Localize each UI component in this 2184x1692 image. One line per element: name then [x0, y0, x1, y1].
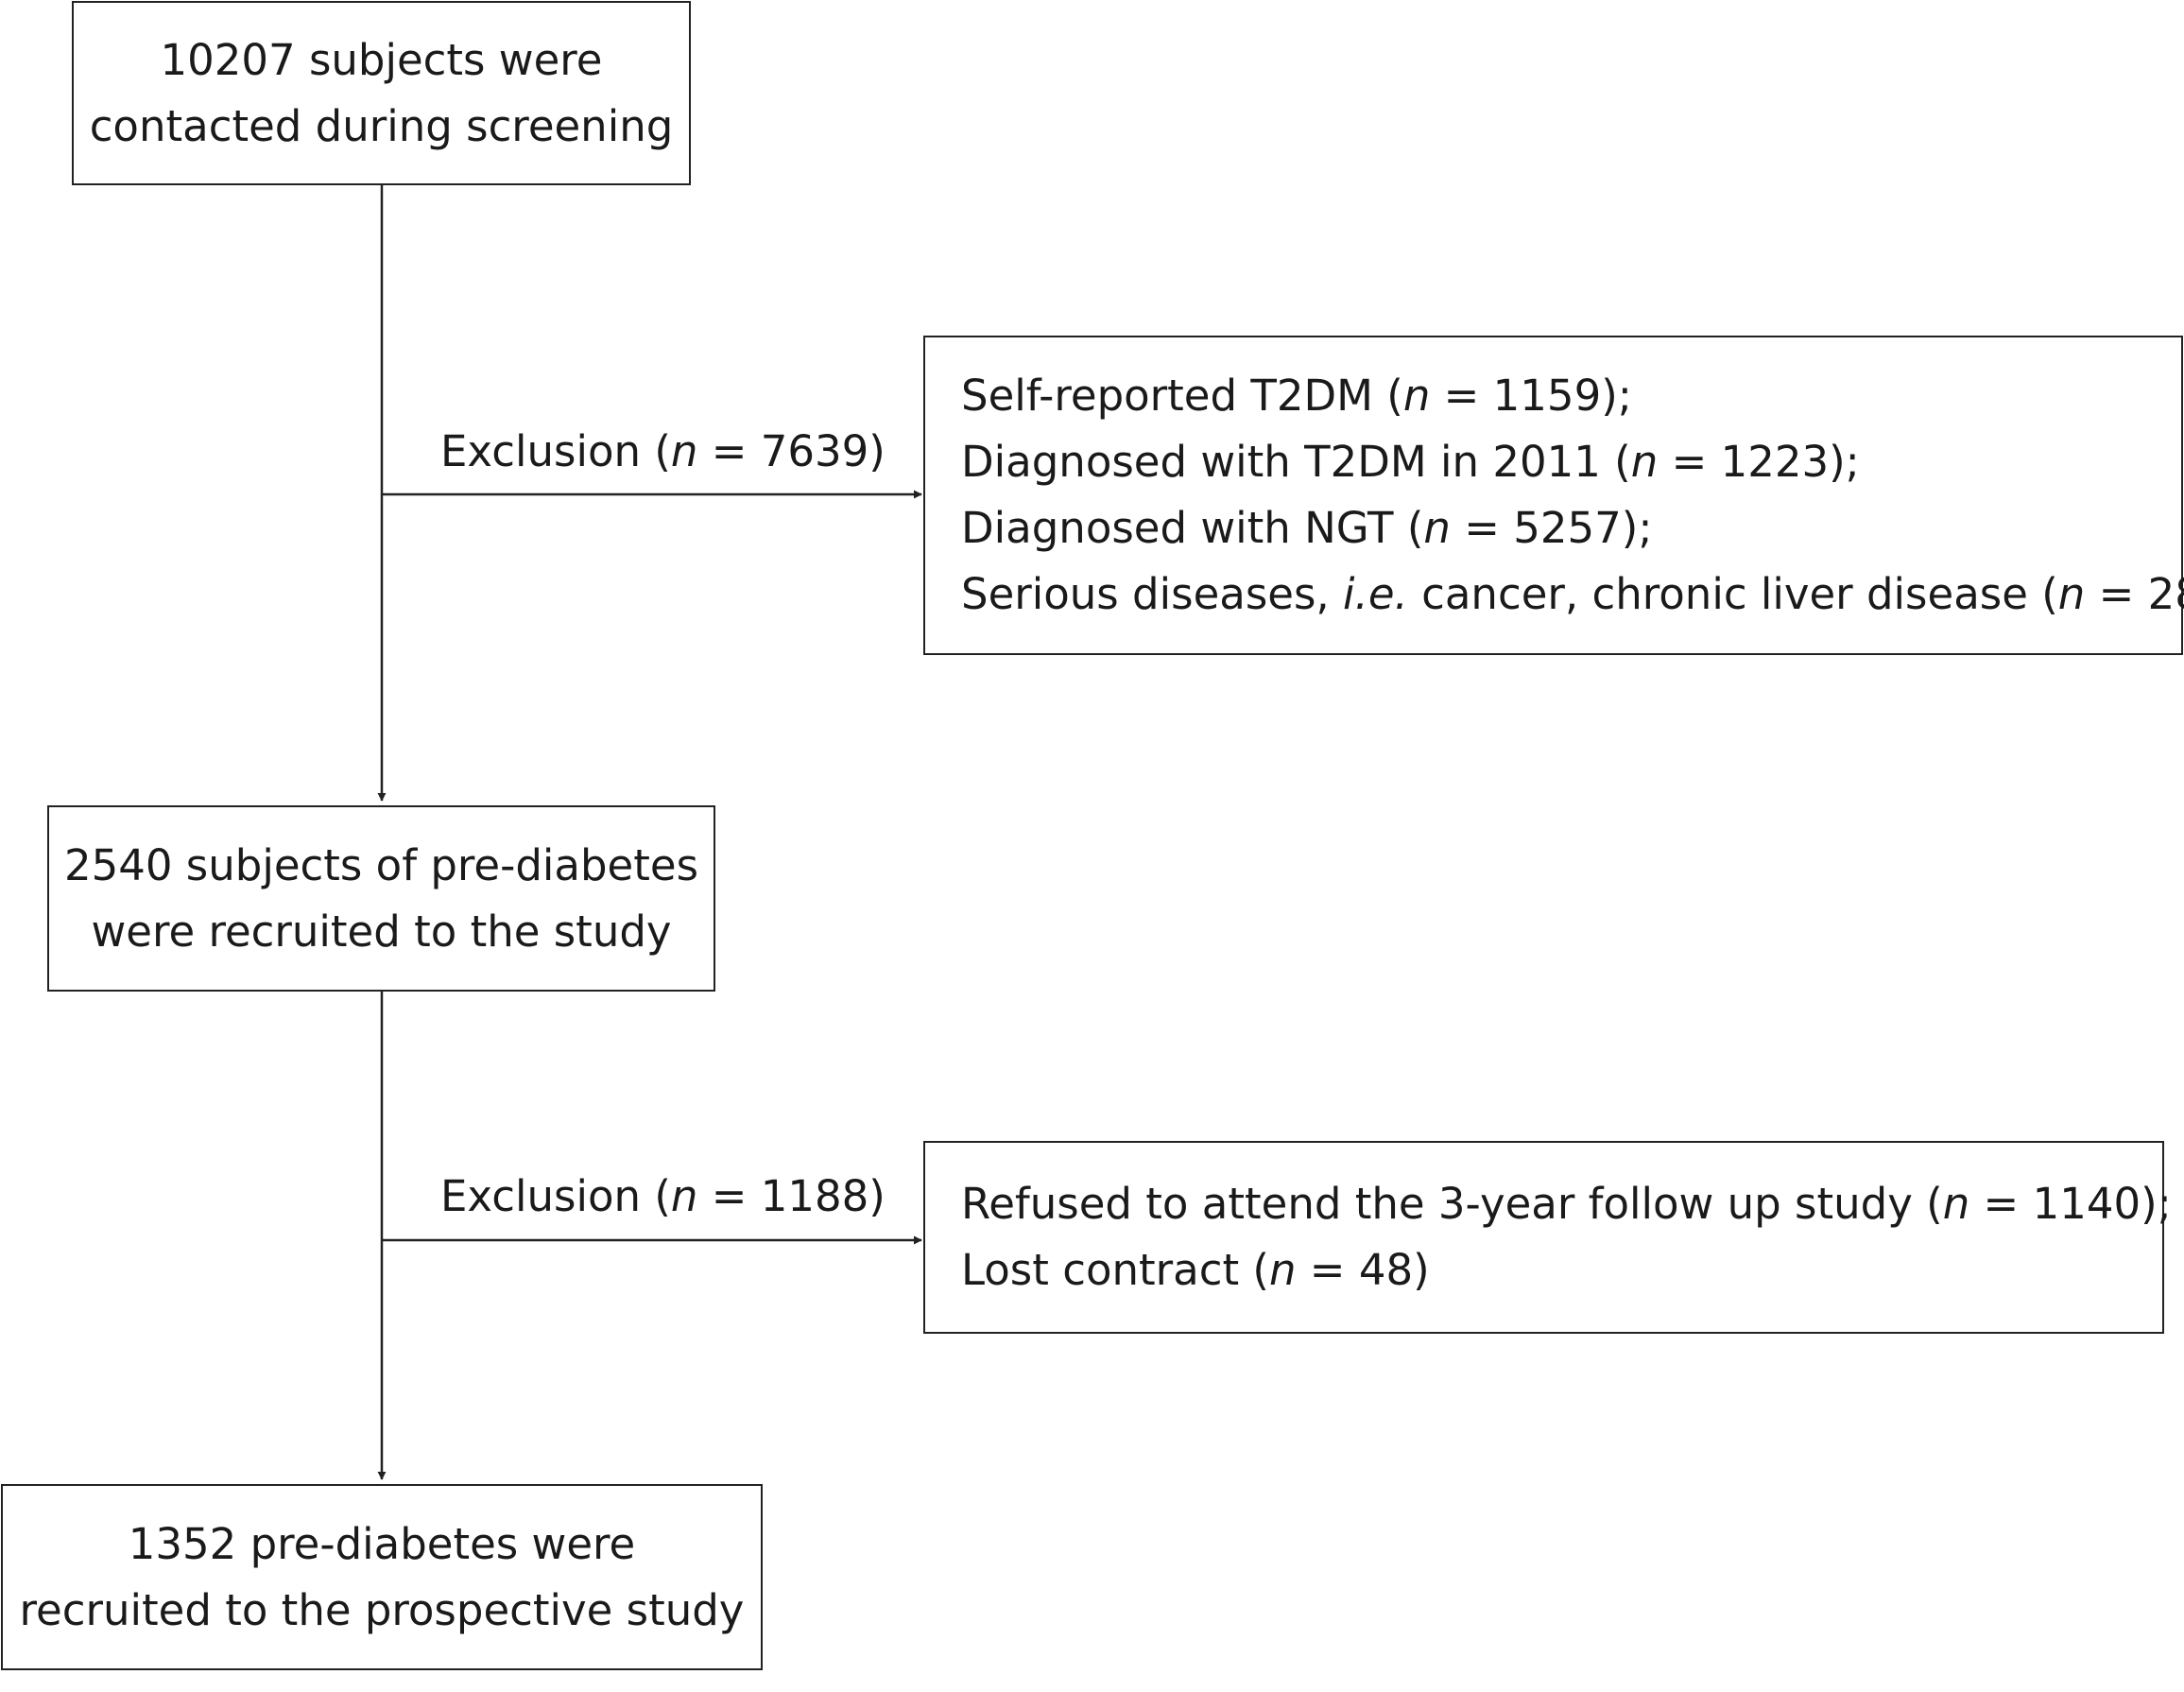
final-line-1: 1352 pre-diabetes were	[128, 1518, 636, 1569]
recruited-line-2: were recruited to the study	[91, 906, 672, 957]
exclusion2-item: Refused to attend the 3-year follow up s…	[961, 1179, 2172, 1229]
screening-box: 10207 subjects were contacted during scr…	[72, 1, 691, 185]
exclusion2-item: Lost contract (n = 48)	[961, 1245, 1430, 1295]
final-box: 1352 pre-diabetes were recruited to the …	[1, 1484, 763, 1670]
exclusion1-item: Diagnosed with T2DM in 2011 (n = 1223);	[961, 437, 1860, 487]
exclusion-box-1: Self-reported T2DM (n = 1159); Diagnosed…	[923, 336, 2184, 655]
exclusion1-item: Diagnosed with NGT (n = 5257);	[961, 503, 1653, 553]
exclusion1-item: Self-reported T2DM (n = 1159);	[961, 371, 1632, 421]
exclusion-label-1: Exclusion (n = 7639)	[440, 426, 886, 476]
exclusion-label-2: Exclusion (n = 1188)	[440, 1171, 886, 1221]
exclusion1-item: Serious diseases, i.e. cancer, chronic l…	[961, 569, 2184, 619]
screening-line-1: 10207 subjects were	[160, 34, 603, 85]
screening-line-2: contacted during screening	[89, 100, 674, 151]
final-line-2: recruited to the prospective study	[19, 1584, 745, 1635]
recruited-box: 2540 subjects of pre-diabetes were recru…	[47, 805, 715, 992]
recruited-line-1: 2540 subjects of pre-diabetes	[63, 839, 699, 890]
exclusion-box-2: Refused to attend the 3-year follow up s…	[923, 1141, 2172, 1334]
